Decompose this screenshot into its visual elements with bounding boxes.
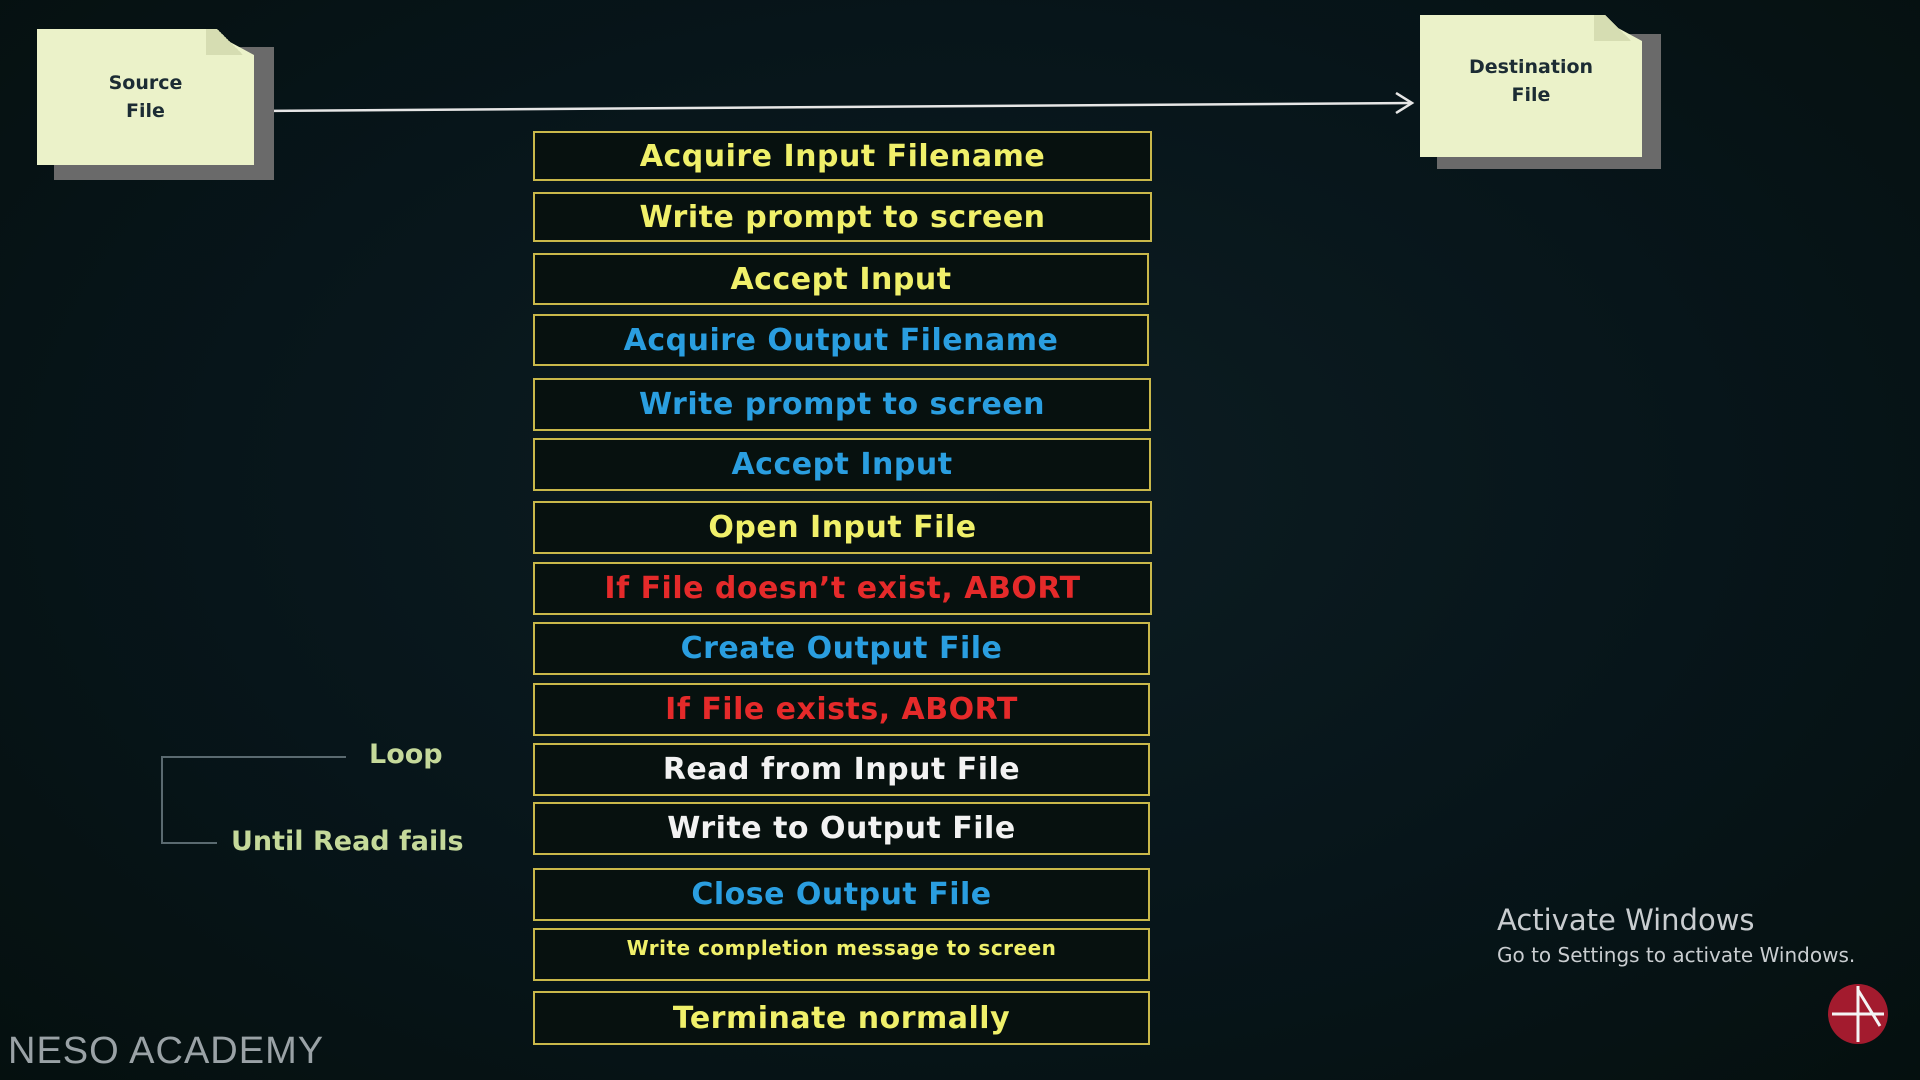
step-abort-if-exists: If File exists, ABORT	[533, 683, 1150, 736]
step-write-prompt-output: Write prompt to screen	[533, 378, 1151, 431]
until-read-fails-label: Until Read fails	[231, 826, 464, 857]
step-accept-output-filename: Accept Input	[533, 438, 1151, 491]
step-write-prompt-input: Write prompt to screen	[533, 192, 1152, 242]
activate-windows-subtitle: Go to Settings to activate Windows.	[1497, 943, 1856, 967]
step-abort-if-missing: If File doesn’t exist, ABORT	[533, 562, 1152, 615]
step-open-input-file: Open Input File	[533, 501, 1152, 554]
loop-label: Loop	[369, 739, 443, 770]
step-write-completion: Write completion message to screen	[533, 928, 1150, 981]
neso-logo-icon	[1828, 984, 1888, 1044]
step-acquire-input-filename: Acquire Input Filename	[533, 131, 1152, 181]
step-accept-input-filename: Accept Input	[533, 253, 1149, 305]
step-close-output-file: Close Output File	[533, 868, 1150, 921]
step-acquire-output-filename: Acquire Output Filename	[533, 314, 1149, 366]
step-write-output: Write to Output File	[533, 802, 1150, 855]
step-terminate-normally: Terminate normally	[533, 991, 1150, 1045]
brand-watermark: NESO ACADEMY	[8, 1030, 325, 1072]
activate-windows-title: Activate Windows	[1497, 903, 1755, 937]
destination-file-label: Destination File	[1468, 56, 1594, 106]
step-read-input: Read from Input File	[533, 743, 1150, 796]
source-file-label: Source File	[108, 72, 183, 122]
step-create-output-file: Create Output File	[533, 622, 1150, 675]
activate-windows-watermark: Activate Windows Go to Settings to activ…	[1497, 903, 1855, 967]
